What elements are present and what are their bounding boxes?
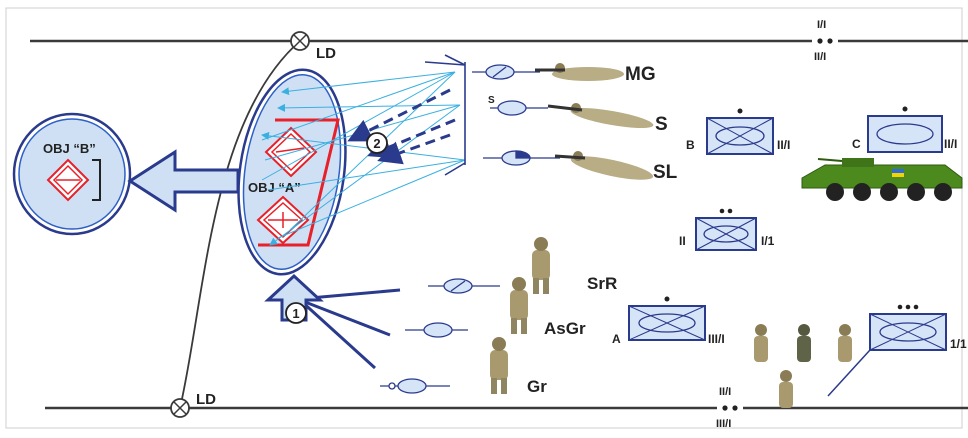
- ld-bottom-marker: [170, 398, 190, 418]
- top-boundary-marker: [812, 30, 838, 52]
- unit-ii-left-label: II: [679, 234, 686, 248]
- unit-a-left-label: A: [612, 332, 621, 346]
- bottom-boundary-lower: III/I: [716, 418, 731, 430]
- mg-soldier-figure: [535, 63, 624, 81]
- srr-position-symbol: [428, 278, 500, 294]
- ld-bottom-label: LD: [196, 391, 216, 408]
- ld-top-marker: [290, 31, 310, 51]
- maneuver-arrows-2: [347, 88, 456, 165]
- objective-a: [237, 68, 347, 276]
- step-2-badge: 2: [366, 132, 388, 154]
- s-label: S: [655, 114, 668, 135]
- sl-label: SL: [653, 162, 678, 183]
- unit-a-right-label: III/I: [708, 332, 725, 346]
- bottom-boundary-marker: [717, 397, 743, 419]
- objective-b: [12, 112, 132, 236]
- svg-text:2: 2: [373, 136, 380, 151]
- srr-soldier-figure: [532, 237, 550, 294]
- armored-vehicle: [801, 158, 963, 201]
- asgr-label: AsGr: [544, 319, 586, 338]
- sl-position-symbol: [483, 150, 560, 166]
- unit-a-symbol: [628, 296, 706, 341]
- objective-a-label: OBJ “A”: [248, 180, 301, 195]
- unit-r-symbol: [827, 304, 947, 397]
- gr-position-symbol: [380, 378, 450, 394]
- reserve-soldiers: [754, 324, 852, 408]
- mg-label: MG: [625, 64, 656, 85]
- unit-ii-right-label: I/1: [761, 234, 775, 248]
- unit-c-right-label: II/I: [944, 137, 957, 151]
- top-boundary-lower: II/I: [814, 51, 826, 63]
- top-boundary-upper: I/I: [817, 19, 826, 31]
- unit-b-left-label: B: [686, 138, 695, 152]
- assault-arrows-1: [264, 273, 401, 370]
- frame: [5, 7, 963, 429]
- objective-b-label: OBJ “B”: [43, 141, 96, 156]
- unit-c-symbol: [867, 106, 943, 153]
- gr-soldier-figure: [490, 337, 508, 394]
- unit-ii-symbol: [695, 208, 757, 251]
- s-small-label: S: [488, 95, 495, 106]
- advance-arrow-to-obj-b: [127, 149, 240, 213]
- asgr-soldier-figure: [510, 277, 528, 334]
- support-group-bracket: [424, 54, 466, 176]
- fire-lines: [261, 71, 466, 246]
- unit-r-right-label: 1/1: [950, 337, 967, 351]
- line-of-departure: [179, 40, 301, 409]
- s-soldier-figure: [547, 103, 654, 129]
- step-1-badge: 1: [285, 302, 307, 324]
- gr-label: Gr: [527, 377, 547, 396]
- svg-text:1: 1: [292, 306, 299, 321]
- mg-position-symbol: [472, 64, 540, 80]
- unit-b-right-label: II/I: [777, 138, 790, 152]
- asgr-position-symbol: [405, 322, 468, 338]
- s-position-symbol: [490, 100, 548, 116]
- srr-label: SrR: [587, 274, 617, 293]
- unit-c-left-label: C: [852, 137, 861, 151]
- unit-b-symbol: [706, 108, 774, 155]
- bottom-boundary-upper: II/I: [719, 386, 731, 398]
- ld-top-label: LD: [316, 45, 336, 62]
- sl-soldier-figure: [554, 151, 654, 180]
